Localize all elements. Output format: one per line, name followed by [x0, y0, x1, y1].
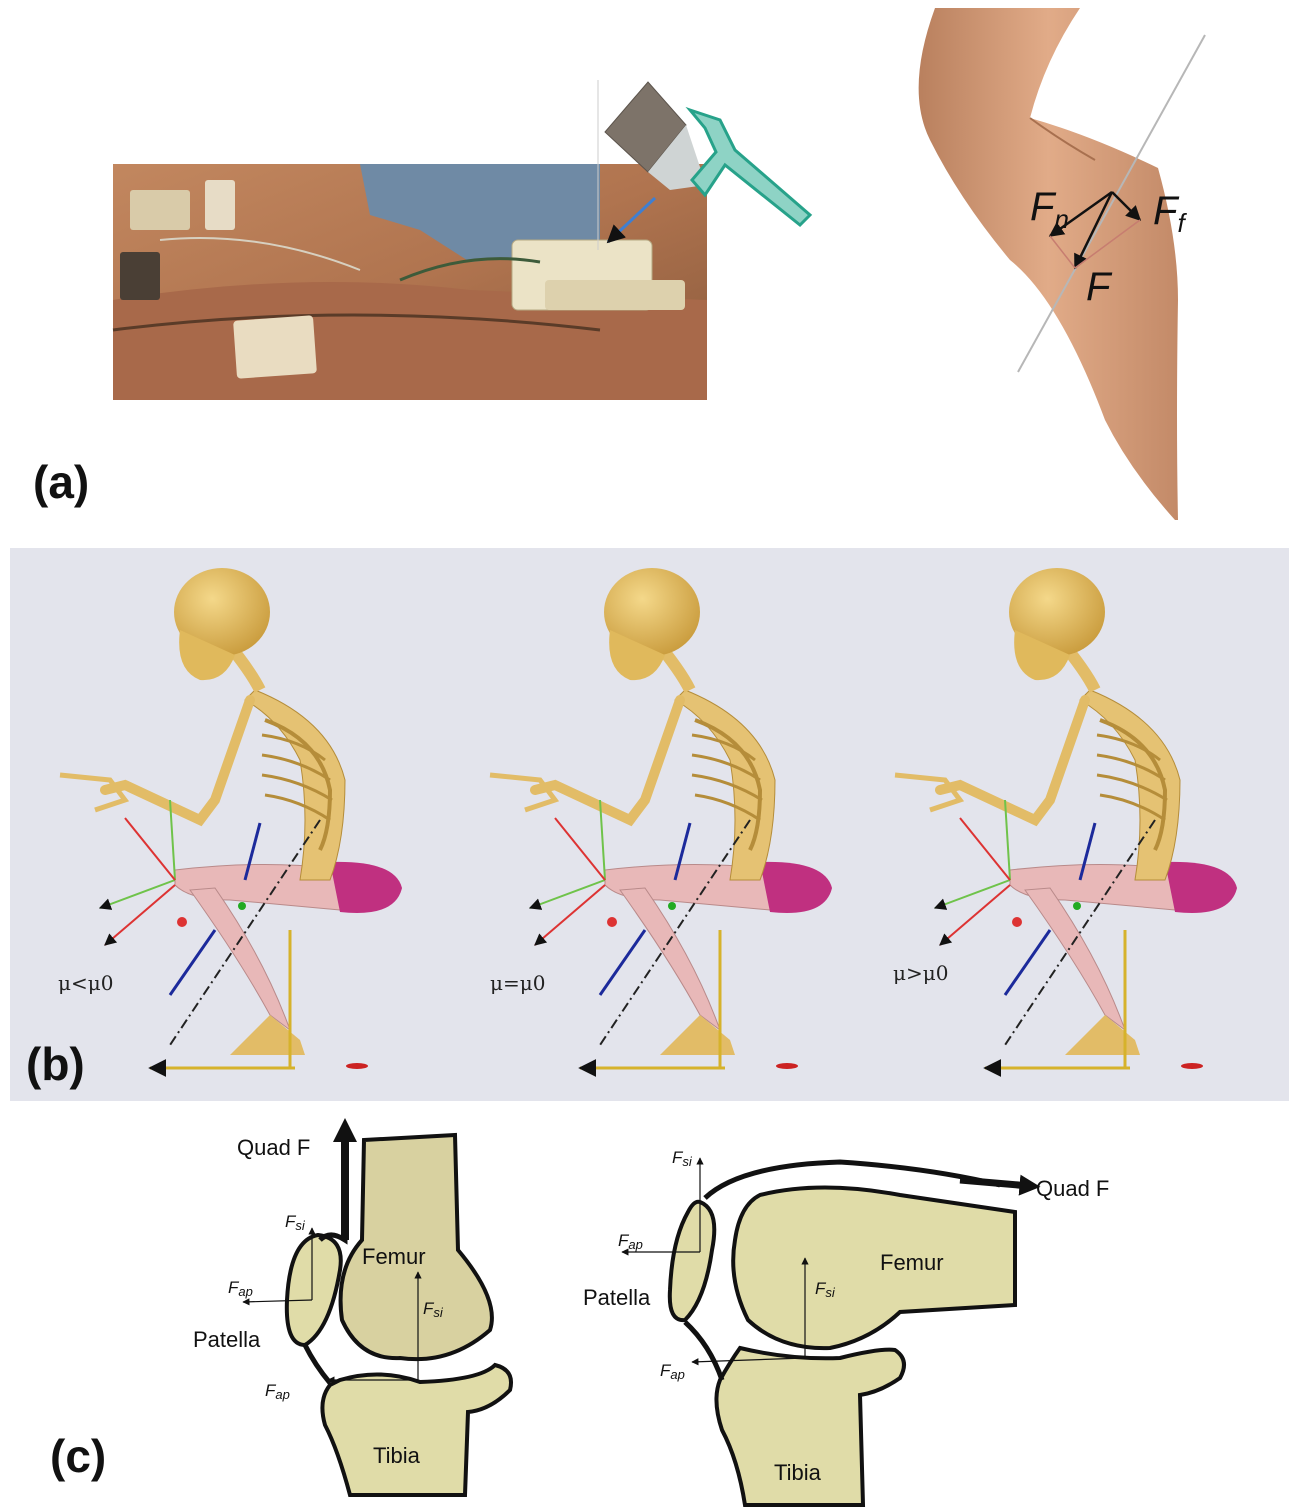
panel-label-b: (b): [26, 1038, 85, 1090]
knee-diagram-flexed: Quad F Fsi Fap Fsi Fap Patella Femur Tib…: [583, 1148, 1109, 1505]
ff-label: Ff: [1153, 189, 1187, 238]
fap-label-patella-right: Fap: [618, 1231, 643, 1252]
panel-c: Quad F Fsi Fap Fsi Fap Patella Femur Tib…: [50, 1130, 1109, 1505]
fsi-label-patella-left: Fsi: [285, 1212, 306, 1233]
femur-label-right: Femur: [880, 1250, 944, 1275]
panel-label-c: (c): [50, 1430, 106, 1482]
leg-illustration: Fn Ff F: [919, 8, 1205, 520]
fap-label-patella-left: Fap: [228, 1278, 253, 1299]
patella-right: [670, 1202, 714, 1320]
patella-label-left: Patella: [193, 1327, 261, 1352]
tibia-label-right: Tibia: [774, 1460, 822, 1485]
fap-label-tibia-right: Fap: [660, 1361, 685, 1382]
condition-label-1: μ<μ0: [58, 971, 113, 995]
fap-label-tibia-left: Fap: [265, 1381, 290, 1402]
quad-force-arrow-right: [960, 1180, 1030, 1186]
fsi-label-patella-right: Fsi: [672, 1148, 693, 1169]
panel-b: μ<μ0 μ=μ0 μ>μ0 (b): [10, 548, 1289, 1101]
panel-a: Fn Ff F (a): [33, 8, 1205, 520]
condition-label-2: μ=μ0: [490, 971, 545, 995]
quad-label-left: Quad F: [237, 1135, 310, 1160]
femur-label-left: Femur: [362, 1244, 426, 1269]
sensor-photo: [113, 164, 707, 400]
panel-label-a: (a): [33, 456, 89, 508]
condition-label-3: μ>μ0: [893, 961, 948, 985]
quad-label-right: Quad F: [1036, 1176, 1109, 1201]
patella-label-right: Patella: [583, 1285, 651, 1310]
knee-diagram-extended: Quad F Fsi Fap Fsi Fap Patella Femur Tib…: [193, 1130, 511, 1495]
tibia-left: [322, 1365, 511, 1495]
femur-right: [733, 1188, 1015, 1349]
patella-left: [287, 1235, 341, 1345]
f-label: F: [1086, 265, 1113, 309]
tibia-label-left: Tibia: [373, 1443, 421, 1468]
